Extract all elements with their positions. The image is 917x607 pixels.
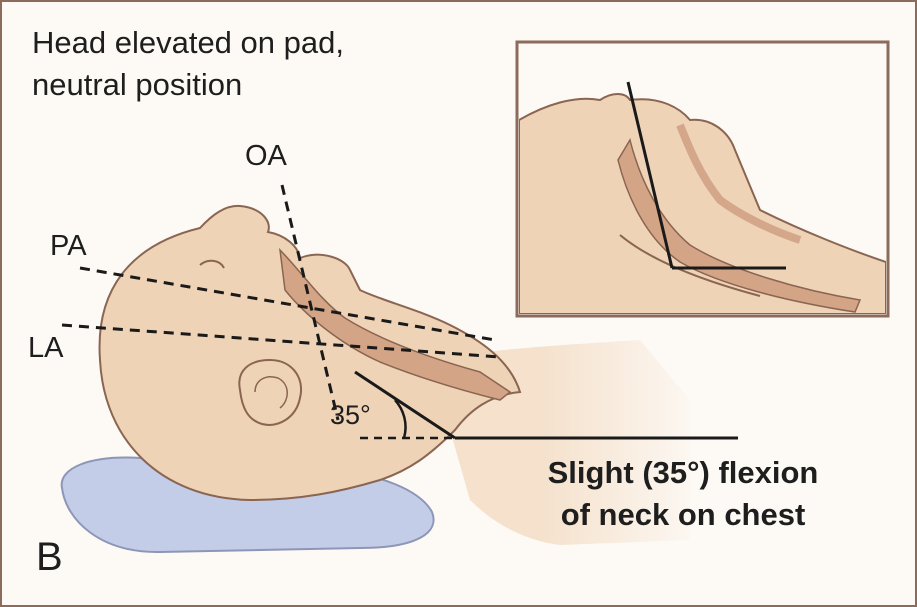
panel-letter: B	[36, 535, 63, 580]
flexion-annotation: Slight (35°) flexion of neck on chest	[468, 452, 898, 536]
oa-axis-label: OA	[245, 140, 287, 173]
angle-label: 35°	[330, 400, 371, 431]
pa-axis-label: PA	[50, 230, 87, 263]
figure-caption: Head elevated on pad, neutral position	[32, 22, 344, 106]
caption-line-1: Head elevated on pad,	[32, 25, 344, 60]
flexion-line-1: Slight (35°) flexion	[548, 455, 819, 490]
inset-panel	[517, 42, 888, 316]
ear	[239, 360, 301, 425]
flexion-line-2: of neck on chest	[561, 497, 806, 532]
caption-line-2: neutral position	[32, 67, 242, 102]
la-axis-label: LA	[28, 332, 63, 365]
